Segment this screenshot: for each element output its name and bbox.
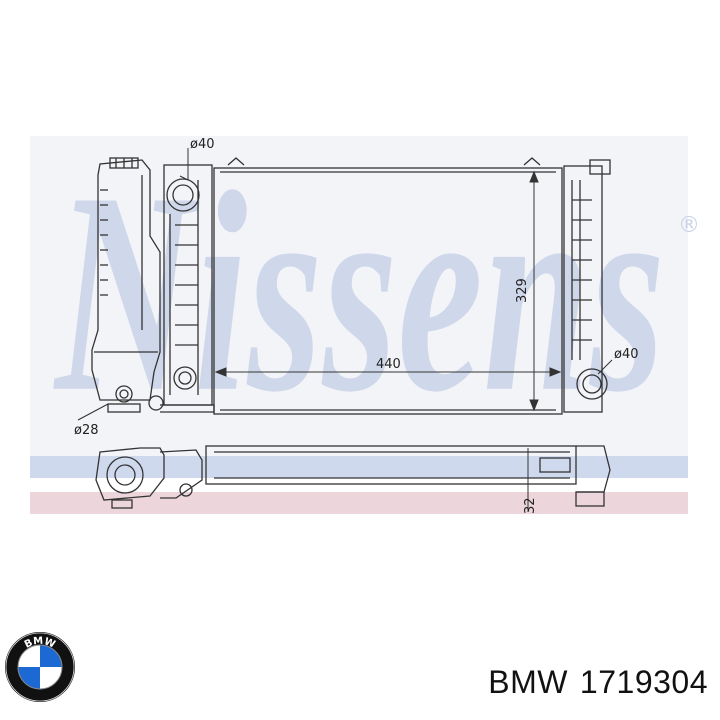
depth-dimension: 32 xyxy=(523,497,538,514)
background-band-grey xyxy=(30,136,688,456)
right-end-tank xyxy=(563,159,611,413)
part-manufacturer: BMW xyxy=(488,664,568,700)
hose-top-diameter: ø40 xyxy=(190,137,215,152)
radiator-top-view xyxy=(95,445,611,509)
bmw-logo: BMW xyxy=(5,632,75,702)
height-dimension: 329 xyxy=(515,278,530,303)
registered-mark: ® xyxy=(678,213,700,238)
radiator-core xyxy=(213,157,563,415)
hose-right-diameter: ø40 xyxy=(614,347,639,362)
hose-small-diameter: ø28 xyxy=(74,423,99,438)
width-dimension: 440 xyxy=(376,357,401,372)
dimension-lines xyxy=(77,148,613,421)
expansion-tank xyxy=(91,157,164,413)
nissens-watermark: Nissens xyxy=(52,134,665,452)
part-number-label: BMW 1719304 xyxy=(488,664,708,701)
background-band-blue xyxy=(30,456,688,478)
background-band-pink xyxy=(30,492,688,514)
part-number: 1719304 xyxy=(579,664,708,700)
